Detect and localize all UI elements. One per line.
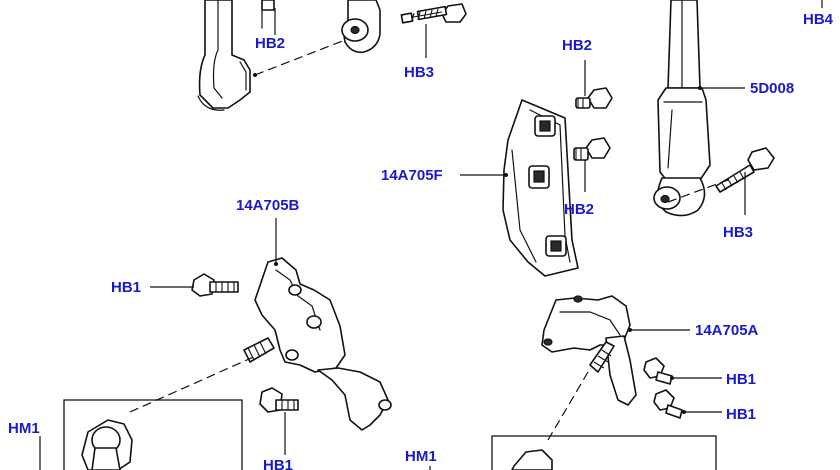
callout-14a705b: 14A705B	[236, 197, 300, 214]
hm1-mount-box-right	[429, 435, 717, 470]
bracket-plate-14a705f	[460, 99, 579, 277]
top-left-bracket	[197, 0, 263, 111]
hb1-bolt-bottom	[259, 387, 299, 455]
callout-hm1-mid: HM1	[405, 448, 437, 465]
callout-5d008: 5D008	[750, 80, 794, 97]
bushing-top	[341, 0, 381, 54]
callout-14a705a: 14A705A	[695, 322, 759, 339]
callout-hb3-top: HB3	[404, 64, 434, 81]
hb3-bolt-top	[400, 3, 467, 58]
bracket-14a705b	[243, 218, 392, 431]
hb2-bolt-upper	[575, 60, 613, 109]
callout-hb2-right: HB2	[562, 37, 592, 54]
callout-hb1-right-b: HB1	[726, 406, 756, 423]
callout-hb1-left: HB1	[111, 279, 141, 296]
hb3-bolt-right	[715, 147, 775, 215]
callout-hb2-mid: HB2	[564, 201, 594, 218]
callout-hb1-bottom: HB1	[263, 457, 293, 470]
hb1-bolt-left	[150, 273, 239, 297]
callout-14a705f: 14A705F	[381, 167, 443, 184]
shock-absorber-5d008	[653, 0, 745, 217]
hb2-bolt-lower	[573, 137, 611, 192]
callout-hb4: HB4	[803, 11, 834, 28]
hb1-bolt-right-lower	[653, 389, 722, 419]
callout-hb2-top: HB2	[255, 35, 285, 52]
callout-hm1-left: HM1	[8, 420, 40, 437]
callout-hb3-right: HB3	[723, 224, 753, 241]
callout-hb1-right-a: HB1	[726, 371, 756, 388]
hb1-bolt-right-upper	[643, 357, 722, 385]
hm1-mount-box-left	[39, 399, 243, 470]
bracket-14a705a	[541, 295, 690, 406]
hb2-bolt-top	[261, 0, 276, 35]
